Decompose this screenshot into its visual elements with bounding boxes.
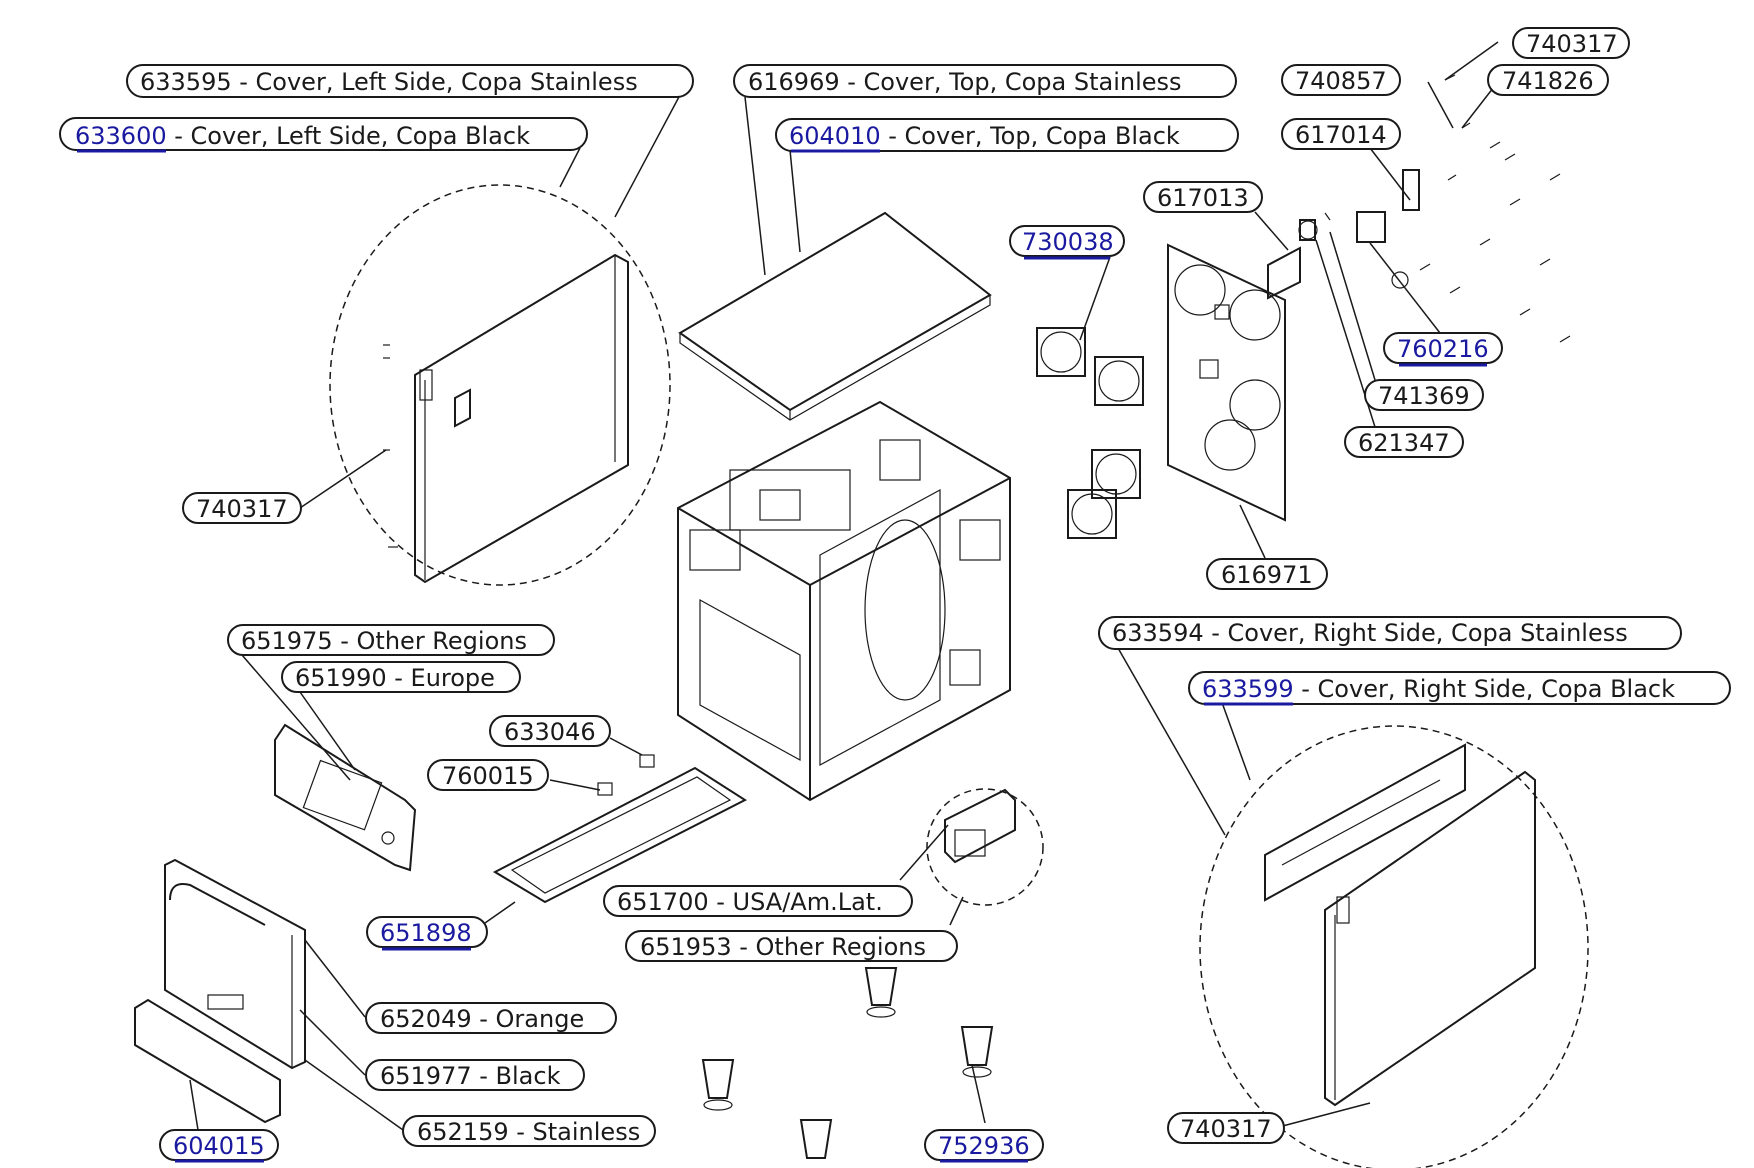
callout-633594: 633594 - Cover, Right Side, Copa Stainle… xyxy=(1098,616,1682,650)
callout-741826: 741826 xyxy=(1487,64,1609,96)
callout-760015-text: 760015 xyxy=(442,762,534,790)
callout-651990-text: 651990 - Europe xyxy=(295,664,495,692)
callout-616971: 616971 xyxy=(1206,558,1328,590)
callout-617014: 617014 xyxy=(1281,118,1401,150)
part-link-604015[interactable]: 604015 xyxy=(173,1132,265,1160)
callout-740317-top-text: 740317 xyxy=(1526,30,1618,58)
control-panel-drawing xyxy=(274,723,417,872)
top-cover-drawing xyxy=(678,211,992,421)
callout-633600-text: - Cover, Left Side, Copa Black xyxy=(167,122,530,150)
feet-drawing xyxy=(701,967,994,1159)
callout-730038: 730038 xyxy=(1009,225,1125,260)
connector-parts-drawing xyxy=(597,754,655,796)
left-side-cover-drawing xyxy=(329,184,671,586)
callout-617013: 617013 xyxy=(1143,181,1263,213)
svg-text:633599 - Cover, Right Side, Co: 633599 - Cover, Right Side, Copa Black xyxy=(1202,675,1675,703)
part-link-633600[interactable]: 633600 xyxy=(75,122,167,150)
callout-741369: 741369 xyxy=(1364,379,1484,411)
callout-633595-text: 633595 - Cover, Left Side, Copa Stainles… xyxy=(140,68,638,96)
callout-651953-text: 651953 - Other Regions xyxy=(640,933,926,961)
callout-741826-text: 741826 xyxy=(1502,67,1594,95)
back-panel-drawing xyxy=(1167,243,1286,522)
callout-651953: 651953 - Other Regions xyxy=(625,930,958,962)
part-link-752936[interactable]: 752936 xyxy=(938,1132,1030,1160)
callout-616969: 616969 - Cover, Top, Copa Stainless xyxy=(733,64,1237,98)
callout-752936: 752936 xyxy=(924,1129,1044,1163)
callout-740857: 740857 xyxy=(1281,64,1401,96)
svg-text:604010 - Cover, Top, Copa Blac: 604010 - Cover, Top, Copa Black xyxy=(789,122,1180,150)
callout-651898: 651898 xyxy=(366,916,488,951)
callout-633599-text: - Cover, Right Side, Copa Black xyxy=(1294,675,1675,703)
callout-616969-text: 616969 - Cover, Top, Copa Stainless xyxy=(748,68,1182,96)
callout-740317-bottom: 740317 xyxy=(1167,1112,1285,1144)
power-inlet-drawing xyxy=(926,788,1044,906)
callout-633594-text: 633594 - Cover, Right Side, Copa Stainle… xyxy=(1112,619,1628,647)
main-unit-drawing xyxy=(677,400,1011,802)
part-link-651898[interactable]: 651898 xyxy=(380,919,472,947)
small-parts-drawing xyxy=(1267,74,1571,343)
callout-740317-bottom-text: 740317 xyxy=(1180,1115,1272,1143)
callout-621347-text: 621347 xyxy=(1358,429,1450,457)
callout-651977-text: 651977 - Black xyxy=(380,1062,561,1090)
callout-651700-text: 651700 - USA/Am.Lat. xyxy=(617,888,883,916)
callout-633595: 633595 - Cover, Left Side, Copa Stainles… xyxy=(126,64,694,98)
callout-616971-text: 616971 xyxy=(1221,561,1313,589)
callout-633046-text: 633046 xyxy=(504,718,596,746)
right-side-cover-drawing xyxy=(1199,725,1589,1168)
callout-652159-text: 652159 - Stainless xyxy=(417,1118,640,1146)
leader-lines xyxy=(189,41,1499,1131)
callout-633046: 633046 xyxy=(489,715,611,747)
part-link-633599[interactable]: 633599 xyxy=(1202,675,1294,703)
callout-617013-text: 617013 xyxy=(1157,184,1249,212)
part-link-730038[interactable]: 730038 xyxy=(1022,228,1114,256)
callout-651977: 651977 - Black xyxy=(365,1059,585,1091)
callout-652049-text: 652049 - Orange xyxy=(380,1005,584,1033)
callout-652159: 652159 - Stainless xyxy=(402,1115,656,1147)
part-link-604010[interactable]: 604010 xyxy=(789,122,881,150)
callout-740317-left: 740317 xyxy=(182,492,302,524)
callout-741369-text: 741369 xyxy=(1378,382,1470,410)
callout-740317-top: 740317 xyxy=(1512,27,1630,59)
door-drawing xyxy=(134,858,306,1124)
callout-740857-text: 740857 xyxy=(1295,67,1387,95)
callout-651975: 651975 - Other Regions xyxy=(227,624,555,656)
callout-651990: 651990 - Europe xyxy=(281,661,521,693)
callout-617014-text: 617014 xyxy=(1295,121,1387,149)
callout-621347: 621347 xyxy=(1344,426,1464,458)
callout-633600: 633600 - Cover, Left Side, Copa Black xyxy=(59,117,588,153)
callout-651975-text: 651975 - Other Regions xyxy=(241,627,527,655)
part-link-760216[interactable]: 760216 xyxy=(1397,335,1489,363)
svg-text:633600 - Cover, Left Side, Cop: 633600 - Cover, Left Side, Copa Black xyxy=(75,122,530,150)
callout-760216: 760216 xyxy=(1383,332,1503,367)
callout-760015: 760015 xyxy=(427,759,549,791)
callout-604015: 604015 xyxy=(159,1129,279,1163)
gasket-drawing xyxy=(492,766,748,904)
callout-651700: 651700 - USA/Am.Lat. xyxy=(603,885,913,917)
callout-604010: 604010 - Cover, Top, Copa Black xyxy=(775,118,1239,153)
callout-652049: 652049 - Orange xyxy=(365,1002,617,1034)
callout-604010-text: - Cover, Top, Copa Black xyxy=(881,122,1180,150)
callout-740317-left-text: 740317 xyxy=(196,495,288,523)
callout-633599: 633599 - Cover, Right Side, Copa Black xyxy=(1188,671,1731,706)
fans-drawing xyxy=(1036,327,1144,539)
